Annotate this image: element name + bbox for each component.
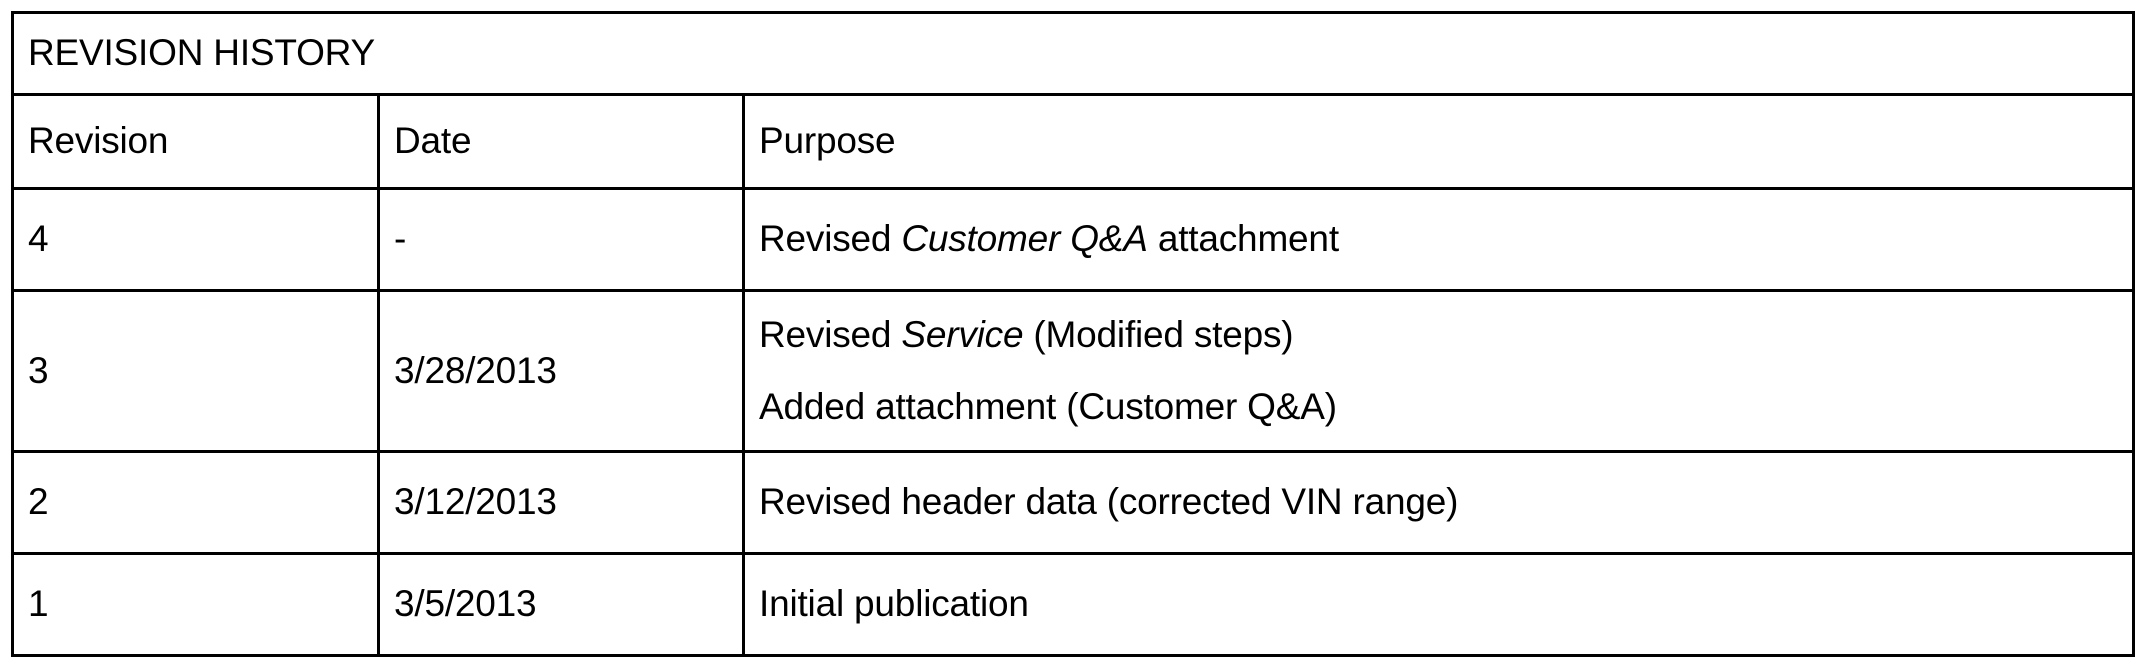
purpose-text: Added attachment (Customer Q&A) bbox=[759, 385, 1337, 427]
table-row: 3 3/28/2013 Revised Service (Modified st… bbox=[11, 289, 2136, 453]
purpose-line: Added attachment (Customer Q&A) bbox=[759, 383, 2118, 431]
column-header-date: Date bbox=[377, 93, 745, 190]
purpose-text: Revised bbox=[759, 314, 902, 356]
cell-revision: 4 bbox=[11, 187, 380, 292]
cell-date: 3/12/2013 bbox=[377, 450, 745, 555]
purpose-emphasis: Customer Q&A bbox=[901, 218, 1148, 260]
cell-date: - bbox=[377, 187, 745, 292]
cell-revision: 1 bbox=[11, 552, 380, 657]
table-title-row: REVISION HISTORY bbox=[10, 11, 2136, 96]
cell-date: 3/5/2013 bbox=[377, 552, 745, 657]
purpose-line: Revised Service (Modified steps) bbox=[759, 311, 2118, 359]
table-row: 4 - Revised Customer Q&A attachment bbox=[11, 187, 2136, 292]
column-header-purpose: Purpose bbox=[741, 93, 2136, 190]
purpose-line: Revised Customer Q&A attachment bbox=[759, 215, 2118, 263]
purpose-text: Revised bbox=[759, 218, 902, 260]
purpose-line: Revised header data (corrected VIN range… bbox=[759, 478, 2118, 526]
purpose-line: Initial publication bbox=[759, 580, 2118, 628]
cell-revision: 2 bbox=[11, 450, 380, 555]
cell-revision: 3 bbox=[11, 289, 380, 453]
cell-purpose: Initial publication bbox=[741, 552, 2136, 657]
table-row: 2 3/12/2013 Revised header data (correct… bbox=[11, 450, 2136, 555]
table-header-row: Revision Date Purpose bbox=[11, 93, 2136, 190]
column-header-revision: Revision bbox=[11, 93, 380, 190]
page-title: REVISION HISTORY bbox=[10, 11, 2136, 96]
revision-history-table: REVISION HISTORY Revision Date Purpose 4… bbox=[10, 11, 2136, 657]
purpose-text: Initial publication bbox=[759, 583, 1029, 625]
cell-purpose: Revised Customer Q&A attachment bbox=[741, 187, 2136, 292]
purpose-text: (Modified steps) bbox=[1023, 314, 1294, 356]
cell-purpose: Revised header data (corrected VIN range… bbox=[741, 450, 2136, 555]
purpose-emphasis: Service bbox=[901, 314, 1024, 356]
purpose-text: attachment bbox=[1147, 218, 1339, 260]
cell-date: 3/28/2013 bbox=[377, 289, 745, 453]
table-row: 1 3/5/2013 Initial publication bbox=[11, 552, 2136, 657]
purpose-text: Revised header data (corrected VIN range… bbox=[759, 481, 1459, 523]
cell-purpose: Revised Service (Modified steps) Added a… bbox=[741, 289, 2136, 453]
